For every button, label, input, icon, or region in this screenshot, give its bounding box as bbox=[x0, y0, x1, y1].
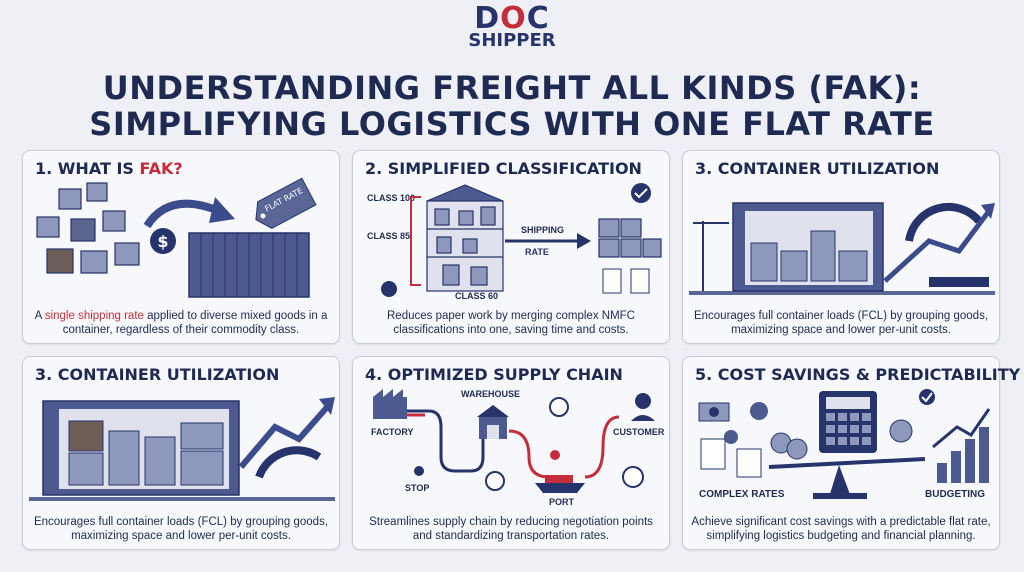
cost-savings-illustration: COMPLEX RATES BUDGETING bbox=[698, 389, 991, 500]
logo-shipper: SHIPPER bbox=[468, 30, 556, 51]
check-icon bbox=[631, 183, 651, 203]
container-icon bbox=[732, 202, 884, 292]
supply-chain-illustration: FACTORY STOP WAREHOUSE PORT CUSTOMER bbox=[371, 389, 665, 507]
location-pin-icon bbox=[550, 450, 560, 460]
label-budgeting: BUDGETING bbox=[925, 489, 985, 500]
label-factory: FACTORY bbox=[371, 427, 414, 437]
container-icon bbox=[42, 400, 240, 496]
cargo-ship-icon bbox=[535, 475, 585, 493]
label-stop: STOP bbox=[405, 483, 429, 493]
flat-rate-tag-icon: FLAT RATE bbox=[255, 177, 317, 229]
panel-description: Achieve significant cost savings with a … bbox=[691, 516, 991, 542]
boxes-icon bbox=[36, 182, 140, 274]
gear-icon bbox=[724, 430, 738, 444]
mixed-goods-illustration: $ FLAT RATE bbox=[36, 177, 317, 298]
crane-icon bbox=[693, 221, 729, 291]
panel-description: A single shipping rate applied to divers… bbox=[34, 310, 328, 336]
coins-icon bbox=[770, 432, 808, 460]
bar-growth-icon bbox=[937, 427, 989, 483]
arrow-icon bbox=[143, 199, 221, 229]
logo-wordmark: DOC bbox=[474, 1, 550, 36]
panel-cost-savings: 5. COST SAVINGS & PREDICTABILITY bbox=[682, 356, 1020, 550]
ship-icon bbox=[929, 277, 989, 287]
box-stack-icon bbox=[598, 218, 662, 258]
label-warehouse: WAREHOUSE bbox=[461, 389, 520, 399]
clock-icon bbox=[622, 466, 644, 488]
label-class-85: CLASS 85 bbox=[367, 231, 410, 241]
panel-title: 4. OPTIMIZED SUPPLY CHAIN bbox=[365, 365, 623, 384]
gear-icon bbox=[750, 402, 768, 420]
calculator-icon bbox=[819, 391, 877, 453]
classification-illustration: CLASS 100 CLASS 85 CLASS 60 SHIPPING RAT… bbox=[367, 183, 662, 301]
coin-icon bbox=[889, 419, 913, 443]
panel-optimized-supply-chain: 4. OPTIMIZED SUPPLY CHAIN FACTORY STOP W… bbox=[352, 356, 670, 550]
scale-icon bbox=[768, 457, 926, 499]
money-icon bbox=[698, 402, 730, 422]
page-title: UNDERSTANDING FREIGHT ALL KINDS (FAK): S… bbox=[0, 70, 1024, 142]
panel-simplified-classification: 2. SIMPLIFIED CLASSIFICATION CLASS 100 C… bbox=[352, 150, 670, 344]
gauge-icon bbox=[905, 202, 983, 242]
document-icon bbox=[736, 448, 762, 478]
stop-marker-icon bbox=[414, 466, 424, 476]
clock-icon bbox=[485, 471, 505, 491]
container-utilization-illustration bbox=[689, 202, 995, 295]
panel-description: Streamlines supply chain by reducing neg… bbox=[369, 516, 653, 542]
gauge-icon bbox=[255, 446, 322, 479]
warehouse-icon bbox=[477, 405, 509, 439]
warehouse-shelf-icon bbox=[426, 184, 504, 292]
docshipper-logo: DOC SHIPPER bbox=[0, 4, 1024, 50]
check-icon bbox=[919, 389, 935, 405]
panel-title: 1. WHAT IS FAK? bbox=[35, 159, 183, 178]
label-customer: CUSTOMER bbox=[613, 427, 665, 437]
worker-icon bbox=[381, 281, 397, 297]
label-complex-rates: COMPLEX RATES bbox=[699, 489, 785, 500]
customer-icon bbox=[635, 393, 651, 409]
svg-text:$: $ bbox=[157, 232, 168, 251]
panel-title: 2. SIMPLIFIED CLASSIFICATION bbox=[365, 159, 642, 178]
panel-title: 3. CONTAINER UTILIZATION bbox=[35, 365, 280, 384]
panel-description: Reduces paper work by merging complex NM… bbox=[387, 310, 635, 336]
dollar-icon bbox=[150, 228, 176, 254]
panel-what-is-fak: 1. WHAT IS FAK? $ FLAT RATE A bbox=[22, 150, 340, 344]
label-shipping: SHIPPING bbox=[521, 225, 564, 235]
label-port: PORT bbox=[549, 497, 575, 507]
document-icon bbox=[602, 268, 622, 294]
container-icon bbox=[188, 232, 310, 298]
document-icon bbox=[630, 268, 650, 294]
panel-description: Encourages full container loads (FCL) by… bbox=[693, 310, 989, 336]
clock-icon bbox=[549, 397, 569, 417]
trend-arrow-icon bbox=[883, 209, 991, 283]
title-line-1: UNDERSTANDING FREIGHT ALL KINDS (FAK): bbox=[102, 69, 922, 107]
panel-title: 3. CONTAINER UTILIZATION bbox=[695, 159, 940, 178]
panel-description: Encourages full container loads (FCL) by… bbox=[33, 516, 329, 542]
title-line-2: SIMPLIFYING LOGISTICS WITH ONE FLAT RATE bbox=[89, 105, 935, 143]
container-utilization-illustration bbox=[29, 397, 335, 501]
trend-arrow-icon bbox=[238, 403, 332, 469]
rate-arrow-icon bbox=[577, 233, 591, 249]
panel-container-utilization-top: 3. CONTAINER UTILIZATION Encourages full… bbox=[682, 150, 1000, 344]
panel-title: 5. COST SAVINGS & PREDICTABILITY bbox=[695, 365, 1021, 384]
label-class-100: CLASS 100 bbox=[367, 193, 415, 203]
logo-plane-o: O bbox=[500, 1, 527, 36]
document-icon bbox=[700, 438, 726, 470]
label-class-60: CLASS 60 bbox=[455, 291, 498, 301]
factory-icon bbox=[373, 389, 407, 419]
label-rate: RATE bbox=[525, 247, 549, 257]
panel-container-utilization-bottom: 3. CONTAINER UTILIZATION Encourages full… bbox=[22, 356, 340, 550]
